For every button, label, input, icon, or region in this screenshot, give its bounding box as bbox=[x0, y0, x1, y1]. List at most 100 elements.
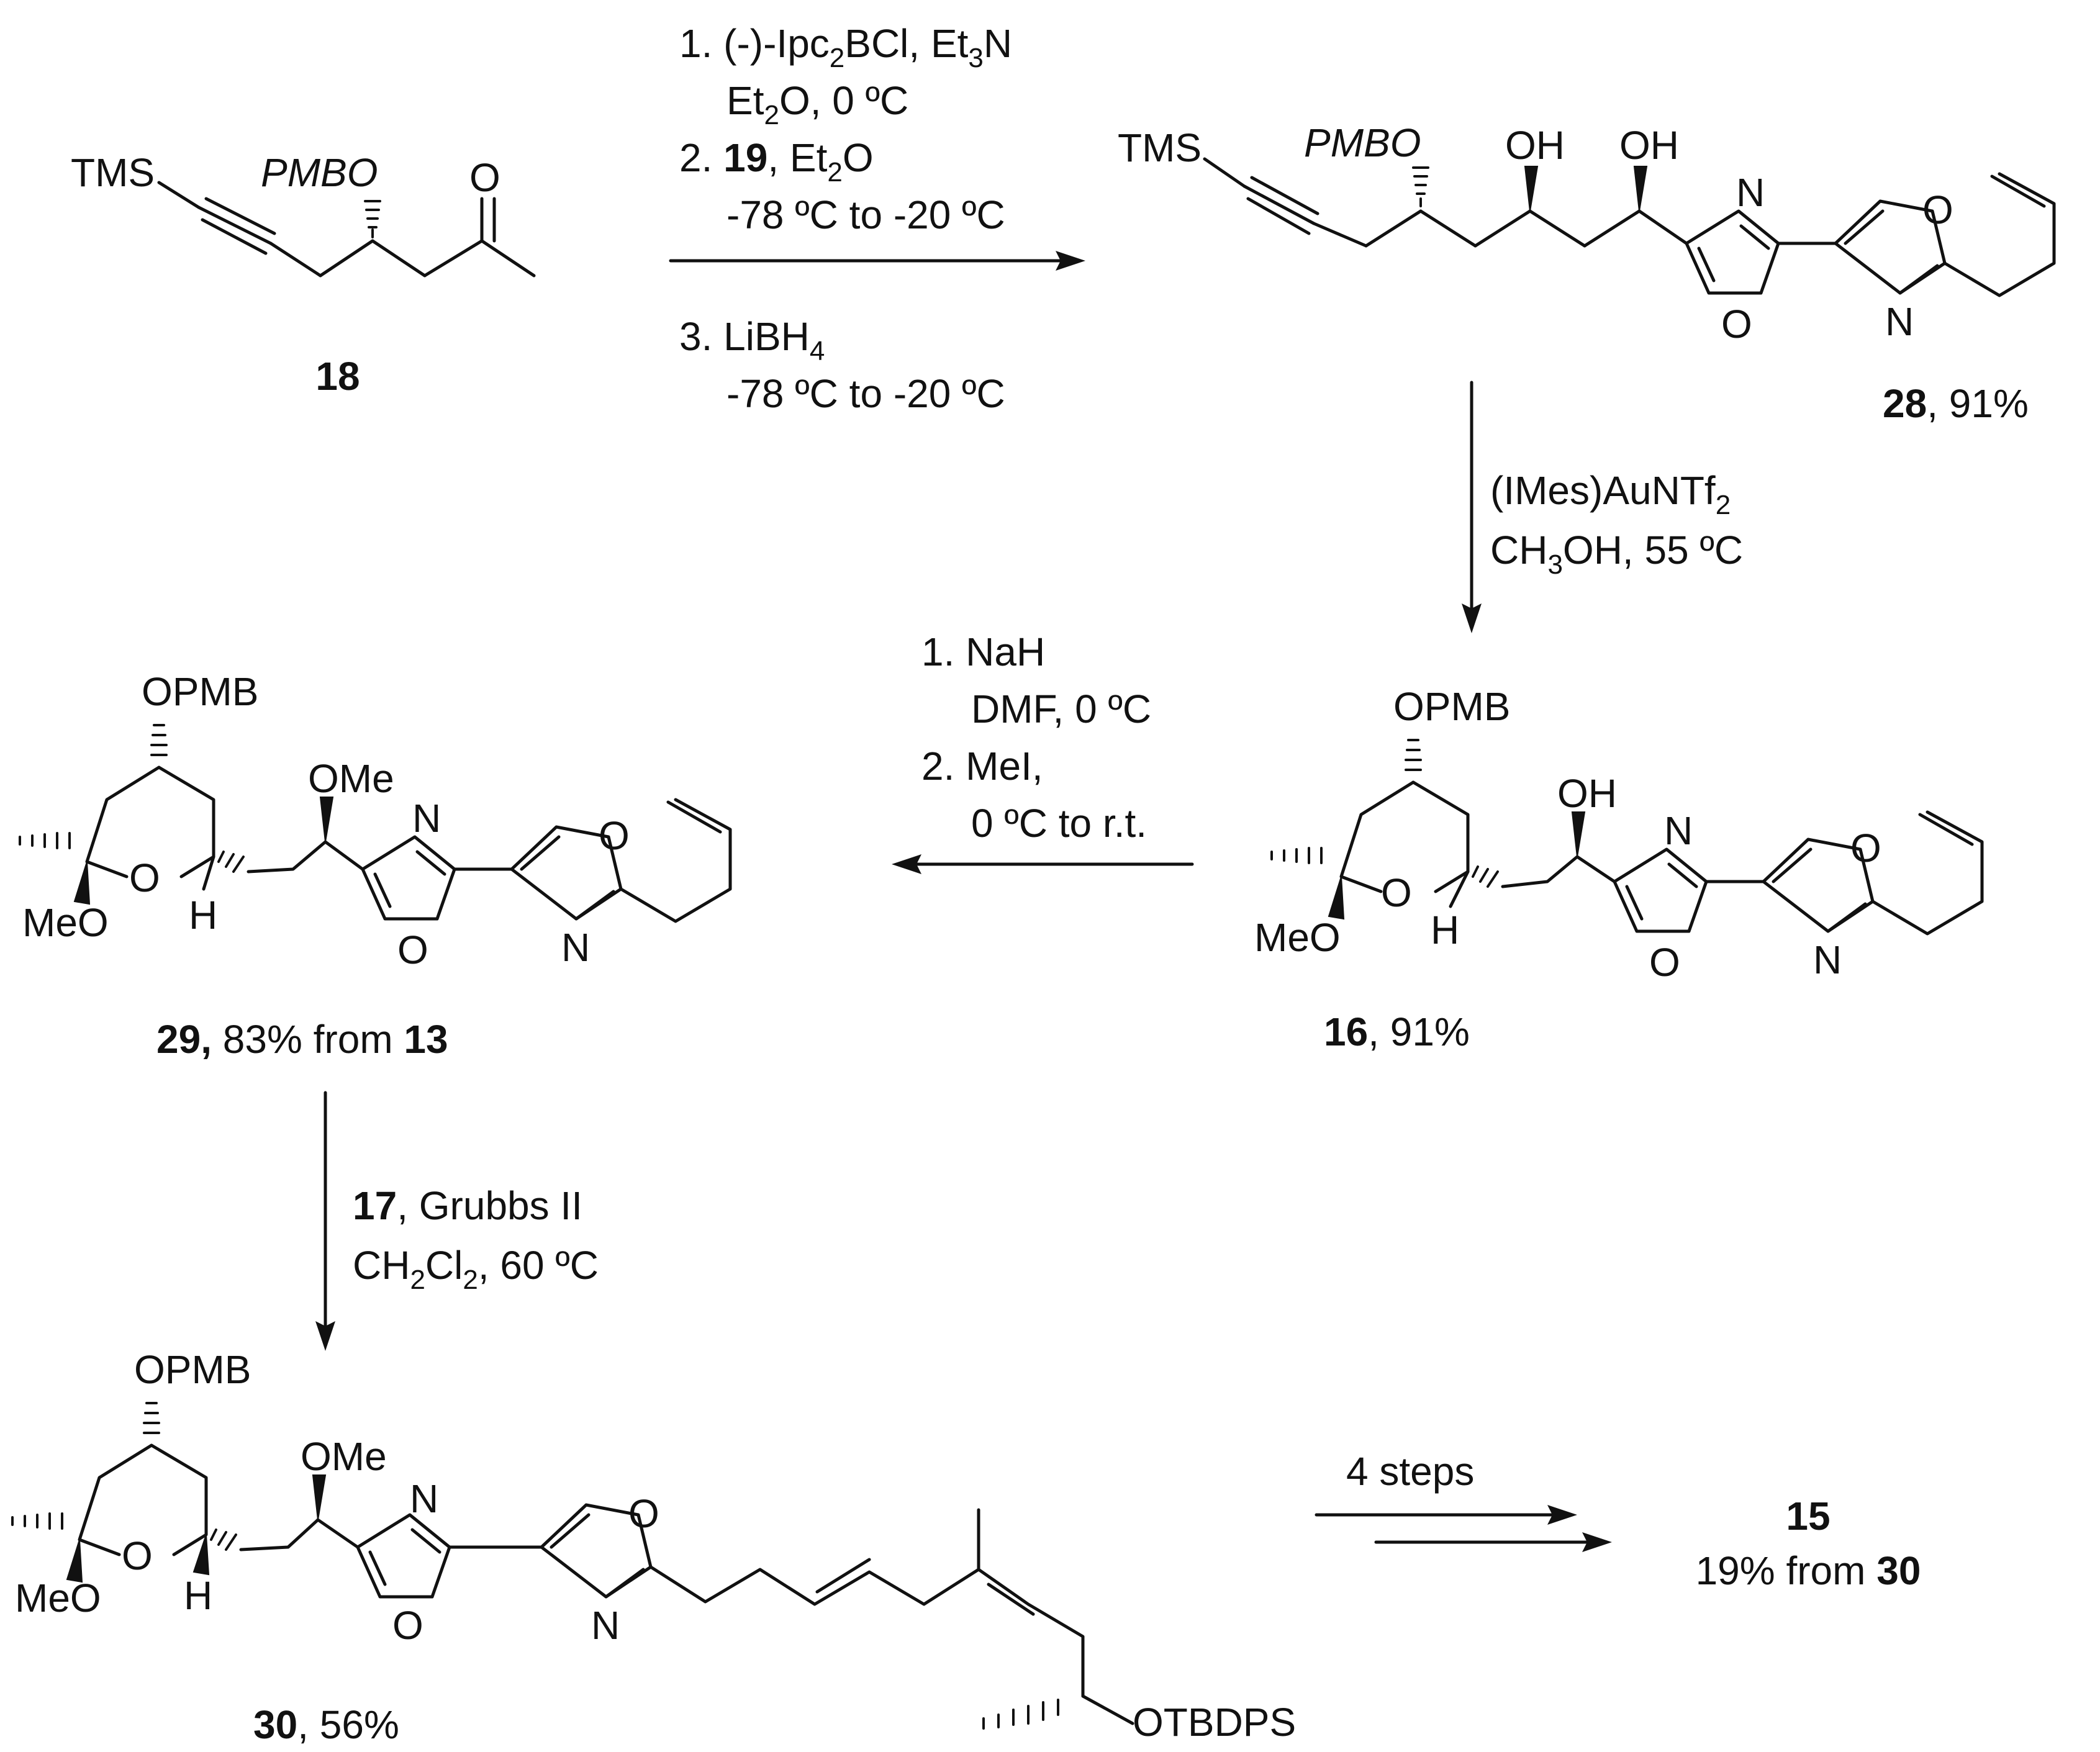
hash-bond bbox=[1270, 847, 1323, 864]
ome-label: OMe bbox=[301, 1434, 387, 1479]
step1-line5: 3. LiBH bbox=[679, 314, 810, 359]
oxazole-n-label-2: N bbox=[561, 925, 590, 970]
svg-text:19% from 30: 19% from 30 bbox=[1696, 1548, 1921, 1593]
step4-line1: 17 bbox=[353, 1183, 397, 1228]
wedge-bond bbox=[312, 1474, 327, 1520]
hash-bond bbox=[143, 1402, 160, 1434]
hash-bond bbox=[19, 832, 71, 849]
svg-text:3. LiBH4: 3. LiBH4 bbox=[679, 314, 825, 366]
wedge-bond bbox=[1633, 166, 1648, 212]
svg-text:16, 91%: 16, 91% bbox=[1324, 1009, 1470, 1054]
opmb-label: OPMB bbox=[1393, 684, 1510, 729]
step-5-conditions: 4 steps bbox=[1315, 1449, 1612, 1552]
compound-28: TMS PMBO OH OH N O O N 28, 91% bbox=[1118, 120, 2056, 426]
step2-line2: CH bbox=[1490, 528, 1547, 572]
oxazole-n-label: N bbox=[1664, 808, 1693, 853]
hash-bond bbox=[210, 1528, 237, 1551]
wedge-bond bbox=[73, 861, 91, 905]
compound-18-label: 18 bbox=[315, 354, 360, 399]
step3-line1: 1. NaH bbox=[921, 630, 1045, 674]
step4-line2: CH bbox=[353, 1243, 410, 1288]
compound-30: OPMB O MeO H OMe N O O N bbox=[11, 1347, 1296, 1747]
svg-text:29, 83% from 13: 29, 83% from 13 bbox=[156, 1017, 448, 1062]
svg-text:CH3OH, 55 ºC: CH3OH, 55 ºC bbox=[1490, 528, 1743, 580]
compound-28-label: 28 bbox=[1883, 381, 1927, 426]
svg-text:30, 56%: 30, 56% bbox=[253, 1702, 399, 1747]
meo-label: MeO bbox=[22, 900, 109, 945]
step3-line4: 0 ºC to r.t. bbox=[971, 801, 1147, 846]
pmbo-label: PMBO bbox=[1304, 120, 1421, 165]
opmb-label: OPMB bbox=[134, 1347, 251, 1392]
svg-text:CH2Cl2, 60 ºC: CH2Cl2, 60 ºC bbox=[353, 1243, 599, 1295]
compound-15-yield: 19% from bbox=[1696, 1548, 1877, 1593]
compound-29-label: 29, bbox=[156, 1017, 212, 1062]
hash-bond bbox=[11, 1512, 63, 1530]
oxazole-o-label-2: O bbox=[1850, 826, 1881, 870]
oh-label-2: OH bbox=[1619, 123, 1679, 168]
oxazole-n-label-2: N bbox=[1813, 937, 1842, 982]
svg-text:Et2O, 0 ºC: Et2O, 0 ºC bbox=[726, 78, 908, 130]
step1-line2: Et bbox=[726, 78, 764, 123]
wedge-bond bbox=[319, 797, 334, 842]
ketone-o-label: O bbox=[469, 155, 500, 200]
oxazole-o-label: O bbox=[1649, 940, 1680, 985]
hash-bond bbox=[982, 1699, 1059, 1730]
hash-bond bbox=[1412, 166, 1429, 207]
step1-line3: 2. bbox=[679, 135, 723, 180]
hash-bond bbox=[364, 200, 381, 238]
step-3-conditions: 1. NaH DMF, 0 ºC 2. MeI, 0 ºC to r.t. bbox=[892, 630, 1194, 874]
hash-bond bbox=[1405, 739, 1422, 771]
h-label: H bbox=[184, 1573, 212, 1618]
step3-line3: 2. MeI, bbox=[921, 744, 1043, 788]
h-label: H bbox=[189, 893, 217, 937]
svg-text:28, 91%: 28, 91% bbox=[1883, 381, 2029, 426]
compound-29: OPMB O MeO H OMe N O O N 29, 83% from bbox=[19, 669, 732, 1062]
h-label: H bbox=[1431, 908, 1459, 952]
compound-15: 15 19% from 30 bbox=[1696, 1494, 1921, 1593]
ring-o-label: O bbox=[1381, 870, 1412, 915]
wedge-bond bbox=[66, 1539, 83, 1583]
step3-line2: DMF, 0 ºC bbox=[971, 687, 1151, 731]
tms-label: TMS bbox=[71, 150, 155, 195]
step1-line1: 1. (-)-Ipc bbox=[679, 21, 830, 66]
oh-label: OH bbox=[1557, 771, 1617, 816]
svg-text:1. (-)-Ipc2BCl, Et3N: 1. (-)-Ipc2BCl, Et3N bbox=[679, 21, 1012, 73]
oxazole-o-label-2: O bbox=[1922, 187, 1953, 232]
opmb-label: OPMB bbox=[142, 669, 258, 714]
oxazole-n-label: N bbox=[410, 1476, 438, 1521]
oxazole-o-label-2: O bbox=[628, 1491, 659, 1536]
ring-o-label: O bbox=[122, 1533, 153, 1578]
step-2-conditions: (IMes)AuNTf2 CH3OH, 55 ºC bbox=[1462, 381, 1743, 633]
step5-line1: 4 steps bbox=[1346, 1449, 1474, 1494]
pmbo-label: PMBO bbox=[261, 150, 378, 195]
step-4-conditions: 17, Grubbs II CH2Cl2, 60 ºC bbox=[315, 1091, 599, 1351]
hash-bond bbox=[217, 851, 245, 873]
compound-16: OPMB O MeO H OH N O O N 16, 91% bbox=[1254, 684, 1984, 1054]
oxazole-o-label-2: O bbox=[599, 813, 630, 858]
step-1-conditions: 1. (-)-Ipc2BCl, Et3N Et2O, 0 ºC 2. 19, E… bbox=[669, 21, 1085, 416]
meo-label: MeO bbox=[1254, 915, 1341, 960]
step1-line6: -78 ºC to -20 ºC bbox=[726, 371, 1005, 416]
wedge-bond bbox=[1571, 811, 1586, 857]
tms-label: TMS bbox=[1118, 125, 1202, 170]
compound-30-label: 30 bbox=[253, 1702, 297, 1747]
oxazole-o-label: O bbox=[1721, 302, 1752, 346]
otbdps-label: OTBDPS bbox=[1133, 1700, 1296, 1745]
oxazole-n-label-2: N bbox=[591, 1603, 620, 1648]
compound-18: TMS O PMBO 18 bbox=[71, 150, 536, 399]
hash-bond bbox=[1472, 865, 1499, 888]
wedge-bond bbox=[1328, 876, 1345, 920]
compound-16-label: 16 bbox=[1324, 1009, 1368, 1054]
svg-text:17, Grubbs II: 17, Grubbs II bbox=[353, 1183, 582, 1228]
svg-text:2. 19, Et2O: 2. 19, Et2O bbox=[679, 135, 874, 187]
step2-line1: (IMes)AuNTf bbox=[1490, 468, 1716, 513]
oxazole-n-label-2: N bbox=[1885, 299, 1914, 344]
oxazole-o-label: O bbox=[392, 1603, 423, 1648]
svg-text:(IMes)AuNTf2: (IMes)AuNTf2 bbox=[1490, 468, 1731, 520]
wedge-bond bbox=[1524, 166, 1539, 212]
hash-bond bbox=[150, 724, 168, 756]
compound-15-label: 15 bbox=[1786, 1494, 1830, 1538]
ome-label: OMe bbox=[308, 756, 394, 801]
ring-o-label: O bbox=[129, 856, 160, 900]
